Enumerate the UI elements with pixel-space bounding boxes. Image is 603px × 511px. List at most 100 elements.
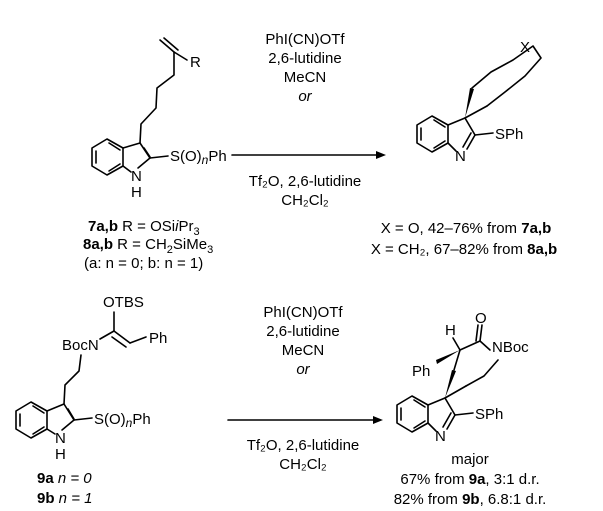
condition-base-1: 2,6-lutidine bbox=[266, 323, 339, 340]
sulfur-substituent: S(O)nPh bbox=[94, 411, 151, 430]
ring-bond bbox=[464, 117, 476, 136]
ring-bond bbox=[453, 349, 461, 371]
carbonyl-oxygen: O bbox=[475, 310, 487, 327]
result-line-2: X = CH₂, 67–82% from 8a,b bbox=[371, 241, 557, 258]
sulfur-bond bbox=[149, 155, 169, 159]
aromatic-double-bond bbox=[413, 420, 426, 429]
phenyl-group: Ph bbox=[412, 363, 430, 380]
condition-or: or bbox=[296, 361, 310, 378]
aromatic-double-bond bbox=[32, 405, 45, 414]
hydrogen-bond bbox=[452, 337, 461, 351]
r-bond bbox=[173, 51, 188, 61]
product-spiroindolenine-1: N SPh X bbox=[416, 39, 542, 165]
r-group: R bbox=[190, 54, 201, 71]
pyrrole-bond bbox=[46, 428, 56, 435]
scheme-2: N H S(O)nPh BocN OTBS Ph 9a n = 0 9b n =… bbox=[15, 294, 547, 508]
indole-nitrogen: N bbox=[55, 430, 66, 447]
aromatic-double-bond bbox=[433, 140, 446, 149]
alkene-double-bond bbox=[111, 336, 127, 348]
condition-reagent-1: PhI(CN)OTf bbox=[263, 304, 343, 321]
pyrrole-double-bond bbox=[143, 147, 151, 158]
imine-double-bond bbox=[442, 412, 452, 428]
scheme-1: R S(O)nPh N H 7a,b R = OSiiPr3 8a,b R = … bbox=[83, 31, 557, 272]
methylene-double-bond bbox=[163, 37, 179, 51]
imine-bond bbox=[466, 134, 476, 150]
phenyl-group: Ph bbox=[149, 330, 167, 347]
sulfanyl-group: SPh bbox=[475, 406, 503, 423]
condition-reagent-2: Tf₂O, 2,6-lutidine bbox=[249, 173, 362, 190]
result-line-2: 82% from 9b, 6.8:1 d.r. bbox=[394, 491, 547, 508]
pyrrole-bond bbox=[122, 165, 132, 173]
stereo-wedge-phenyl bbox=[436, 350, 460, 364]
compound-label-9a: 9a n = 0 bbox=[37, 470, 92, 487]
methylene-bond bbox=[159, 39, 175, 53]
condition-solvent-2: CH₂Cl₂ bbox=[281, 192, 329, 209]
pyrrole-bond bbox=[46, 403, 65, 412]
stereo-wedge bbox=[465, 88, 474, 118]
pyrrole-bond bbox=[137, 157, 151, 169]
silyl-ether: OTBS bbox=[103, 294, 144, 311]
condition-reagent-2: Tf₂O, 2,6-lutidine bbox=[247, 437, 360, 454]
starting-material-7-8: R S(O)nPh N H bbox=[91, 37, 227, 201]
sulfur-bond bbox=[474, 132, 494, 136]
amide-bond bbox=[479, 340, 491, 351]
ring-bond bbox=[447, 142, 457, 152]
indolenine-nitrogen: N bbox=[435, 428, 446, 445]
pyrrole-bond bbox=[122, 142, 141, 149]
pyrrole-bond bbox=[61, 419, 75, 431]
ring-bond bbox=[444, 397, 456, 416]
result-line-1: 67% from 9a, 3:1 d.r. bbox=[400, 471, 539, 488]
ethyl-chain bbox=[63, 354, 82, 405]
indolenine-nitrogen: N bbox=[455, 148, 466, 165]
sulfanyl-group: SPh bbox=[495, 126, 523, 143]
aromatic-double-bond bbox=[433, 119, 446, 128]
condition-or: or bbox=[298, 88, 312, 105]
spiro-ring bbox=[471, 45, 542, 107]
product-spiroindolenine-2: N SPh O NBoc H Ph bbox=[396, 310, 529, 445]
boc-amide-nitrogen: NBoc bbox=[492, 339, 529, 356]
boc-nitrogen: BocN bbox=[62, 337, 99, 354]
imine-bond bbox=[446, 414, 456, 430]
sulfur-substituent: S(O)nPh bbox=[170, 148, 227, 167]
alkyl-chain bbox=[139, 51, 175, 144]
compound-label-9b: 9b n = 1 bbox=[37, 490, 92, 507]
aromatic-double-bond bbox=[108, 142, 121, 151]
sulfur-bond bbox=[73, 417, 93, 421]
reaction-arrow-2: PhI(CN)OTf 2,6-lutidine MeCN or Tf₂O, 2,… bbox=[227, 304, 383, 473]
compound-label-7: 7a,b R = OSiiPr3 bbox=[88, 218, 200, 238]
sulfur-bond bbox=[454, 412, 474, 416]
result-line-1: X = O, 42–76% from 7a,b bbox=[381, 220, 552, 237]
aromatic-double-bond bbox=[108, 163, 121, 172]
alkene-bond bbox=[113, 330, 131, 344]
stereo-wedge bbox=[445, 370, 456, 398]
ring-bond bbox=[447, 117, 466, 126]
pyrrole-double-bond bbox=[67, 408, 75, 420]
major-isomer-label: major bbox=[451, 451, 489, 468]
imine-double-bond bbox=[462, 132, 472, 148]
carbonyl-double-bond bbox=[475, 324, 479, 342]
ring-bond bbox=[459, 340, 481, 351]
reaction-arrow-1: PhI(CN)OTf 2,6-lutidine MeCN or Tf₂O, 2,… bbox=[231, 31, 386, 209]
indole-nh-hydrogen: H bbox=[131, 184, 142, 201]
indole-nitrogen: N bbox=[131, 168, 142, 185]
spiro-bond bbox=[444, 385, 467, 399]
phenyl-bond bbox=[129, 336, 147, 344]
carbonyl-bond bbox=[479, 324, 483, 342]
n-vinyl-bond bbox=[99, 330, 115, 340]
condition-reagent-1: PhI(CN)OTf bbox=[265, 31, 345, 48]
condition-base-1: 2,6-lutidine bbox=[268, 50, 341, 67]
arrow-head bbox=[373, 416, 383, 424]
ring-atom-x: X bbox=[520, 39, 530, 56]
condition-solvent-1: MeCN bbox=[284, 69, 327, 86]
aromatic-double-bond bbox=[413, 399, 426, 408]
ring-bond bbox=[465, 359, 499, 387]
condition-solvent-1: MeCN bbox=[282, 342, 325, 359]
substituent-legend: (a: n = 0; b: n = 1) bbox=[84, 255, 203, 272]
ring-bond bbox=[427, 397, 446, 406]
spiro-bond bbox=[464, 105, 488, 119]
arrow-head bbox=[376, 151, 386, 159]
indole-nh-hydrogen: H bbox=[55, 446, 66, 463]
condition-solvent-2: CH₂Cl₂ bbox=[279, 456, 327, 473]
starting-material-9: N H S(O)nPh BocN OTBS Ph bbox=[15, 294, 167, 463]
